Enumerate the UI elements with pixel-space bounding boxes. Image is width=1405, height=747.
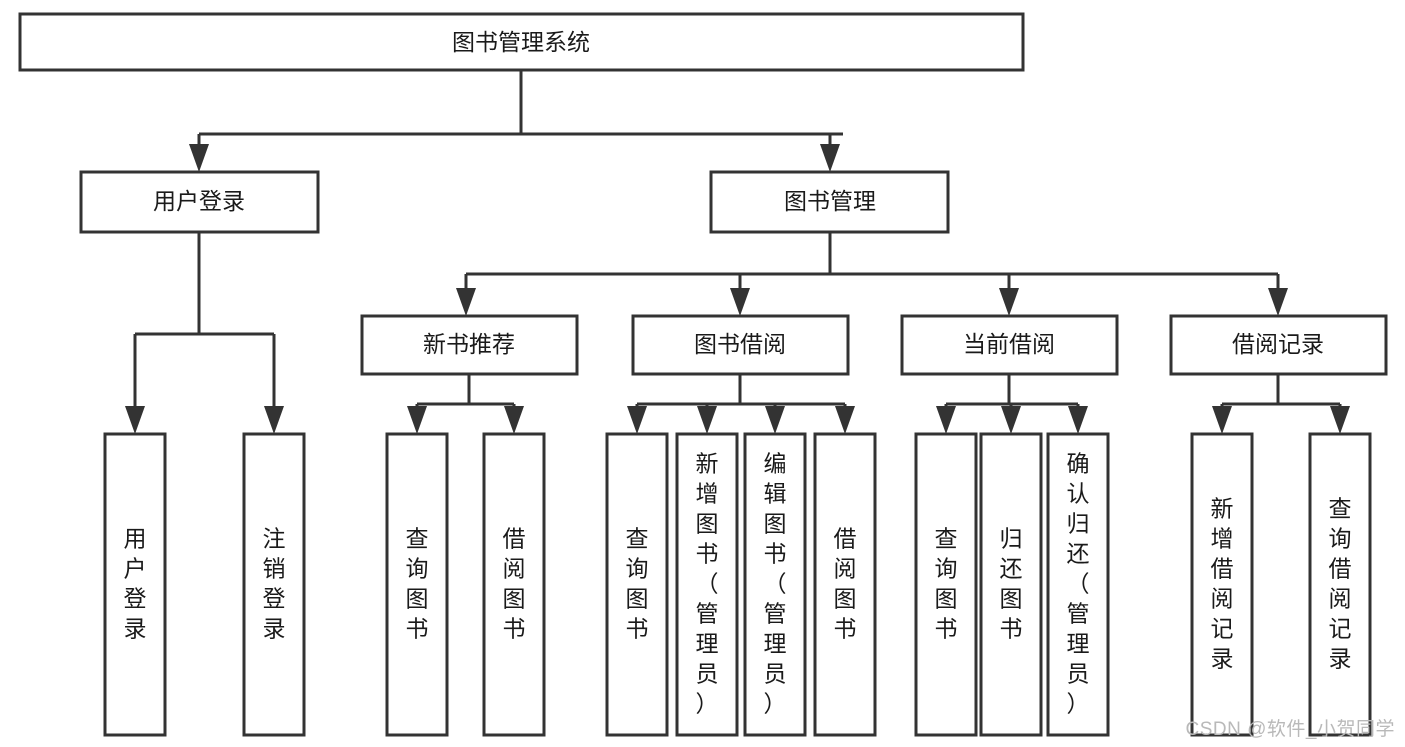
connector-group-book-manage	[456, 232, 1288, 316]
node-user-login-label: 用户登录	[153, 188, 245, 214]
leaf-node-bb-add-book[interactable]: 新增图书（管理员）	[675, 432, 739, 737]
node-borrow-record-box[interactable]	[1169, 314, 1388, 376]
leaf-node-nbr-borrow-book-label: 借阅图书	[503, 526, 526, 642]
leaf-node-bb-query-book-label: 查询图书	[626, 526, 649, 642]
leaf-node-br-add-record[interactable]: 新增借阅记录	[1190, 432, 1254, 737]
leaf-node-cb-confirm-return[interactable]: 确认归还（管理员）	[1046, 432, 1110, 737]
arrow-head-new-book-recommend	[456, 288, 476, 316]
node-book-borrow-label: 图书借阅	[694, 331, 786, 357]
leaf-node-logout-box[interactable]	[242, 432, 306, 737]
node-book-borrow-box[interactable]	[631, 314, 850, 376]
connector-group-new-book-recommend	[407, 374, 524, 434]
arrow-head-bb-borrow-book	[835, 406, 855, 434]
leaf-node-bb-query-book[interactable]: 查询图书	[605, 432, 669, 737]
connector-group-user-login	[125, 232, 284, 434]
node-book-management-label: 图书管理	[784, 188, 876, 214]
node-root-system[interactable]: 图书管理系统	[18, 12, 1025, 72]
leaf-node-nbr-query-book[interactable]: 查询图书	[385, 432, 449, 737]
node-current-borrow-box[interactable]	[900, 314, 1119, 376]
arrow-head-book-manage	[820, 144, 840, 172]
node-new-book-recommend-box[interactable]	[360, 314, 579, 376]
arrow-head-br-query-record	[1330, 406, 1350, 434]
leaf-node-cb-return-book-label: 归还图书	[1000, 526, 1023, 642]
node-user-login-box[interactable]	[79, 170, 320, 234]
leaf-node-nbr-query-book-label: 查询图书	[406, 526, 429, 642]
leaf-node-cb-return-book[interactable]: 归还图书	[979, 432, 1043, 737]
csdn-watermark: CSDN @软件_小贺同学	[1185, 719, 1395, 740]
leaf-node-bb-borrow-book[interactable]: 借阅图书	[813, 432, 877, 737]
connector-group-current-borrow	[936, 374, 1088, 434]
arrow-head-book-borrow	[730, 288, 750, 316]
leaf-node-bb-edit-book-label: 编辑图书（管理员）	[764, 451, 787, 717]
leaf-node-cb-confirm-return-label: 确认归还（管理员）	[1067, 451, 1090, 717]
arrow-head-current-borrow	[999, 288, 1019, 316]
leaf-node-br-add-record-label: 新增借阅记录	[1211, 496, 1234, 672]
arrow-head-cb-return-book	[1001, 406, 1021, 434]
leaf-node-bb-query-book-box[interactable]	[605, 432, 669, 737]
node-new-book-recommend-label: 新书推荐	[423, 331, 515, 357]
leaf-node-nbr-borrow-book[interactable]: 借阅图书	[482, 432, 546, 737]
arrow-head-nbr-borrow-book	[504, 406, 524, 434]
leaf-node-br-query-record[interactable]: 查询借阅记录	[1308, 432, 1372, 737]
leaf-node-cb-return-book-box[interactable]	[979, 432, 1043, 737]
arrow-head-leaf-user-login	[125, 406, 145, 434]
node-current-borrow[interactable]: 当前借阅	[900, 314, 1119, 376]
node-root-system-label: 图书管理系统	[452, 29, 590, 55]
connector-group-book-borrow	[627, 374, 855, 434]
arrow-head-leaf-logout	[264, 406, 284, 434]
arrow-head-bb-add-book	[697, 406, 717, 434]
node-borrow-record-label: 借阅记录	[1232, 331, 1324, 357]
node-new-book-recommend[interactable]: 新书推荐	[360, 314, 579, 376]
leaf-node-logout-label: 注销登录	[263, 526, 286, 642]
leaf-node-user-login[interactable]: 用户登录	[103, 432, 167, 737]
arrow-head-br-add-record	[1212, 406, 1232, 434]
leaf-node-bb-borrow-book-box[interactable]	[813, 432, 877, 737]
arrow-head-nbr-query-book	[407, 406, 427, 434]
leaf-node-bb-edit-book-box[interactable]	[743, 432, 807, 737]
leaf-node-logout[interactable]: 注销登录	[242, 432, 306, 737]
leaf-node-user-login-box[interactable]	[103, 432, 167, 737]
node-current-borrow-label: 当前借阅	[963, 331, 1055, 357]
arrow-head-borrow-record	[1268, 288, 1288, 316]
leaf-node-cb-query-book[interactable]: 查询图书	[914, 432, 978, 737]
arrow-head-bb-edit-book	[765, 406, 785, 434]
leaf-node-user-login-label: 用户登录	[124, 526, 147, 642]
arrow-head-cb-confirm-return	[1068, 406, 1088, 434]
node-user-login[interactable]: 用户登录	[79, 170, 320, 234]
arrow-head-bb-query-book	[627, 406, 647, 434]
leaf-node-bb-add-book-label: 新增图书（管理员）	[696, 451, 719, 717]
leaf-node-bb-add-book-box[interactable]	[675, 432, 739, 737]
leaf-node-br-query-record-box[interactable]	[1308, 432, 1372, 737]
leaf-node-br-add-record-box[interactable]	[1190, 432, 1254, 737]
leaf-node-cb-confirm-return-box[interactable]	[1046, 432, 1110, 737]
leaf-node-bb-edit-book[interactable]: 编辑图书（管理员）	[743, 432, 807, 737]
node-borrow-record[interactable]: 借阅记录	[1169, 314, 1388, 376]
arrow-head-cb-query-book	[936, 406, 956, 434]
connector-group-borrow-record	[1212, 374, 1350, 434]
node-book-management-box[interactable]	[709, 170, 950, 234]
leaf-node-nbr-borrow-book-box[interactable]	[482, 432, 546, 737]
node-book-borrow[interactable]: 图书借阅	[631, 314, 850, 376]
node-root-system-box[interactable]	[18, 12, 1025, 72]
connector-group-root	[189, 70, 843, 172]
leaf-node-cb-query-book-box[interactable]	[914, 432, 978, 737]
node-book-management[interactable]: 图书管理	[709, 170, 950, 234]
leaf-node-bb-borrow-book-label: 借阅图书	[834, 526, 857, 642]
arrow-head-user-login	[189, 144, 209, 172]
leaf-node-nbr-query-book-box[interactable]	[385, 432, 449, 737]
leaf-node-br-query-record-label: 查询借阅记录	[1329, 496, 1352, 672]
leaf-node-cb-query-book-label: 查询图书	[935, 526, 958, 642]
